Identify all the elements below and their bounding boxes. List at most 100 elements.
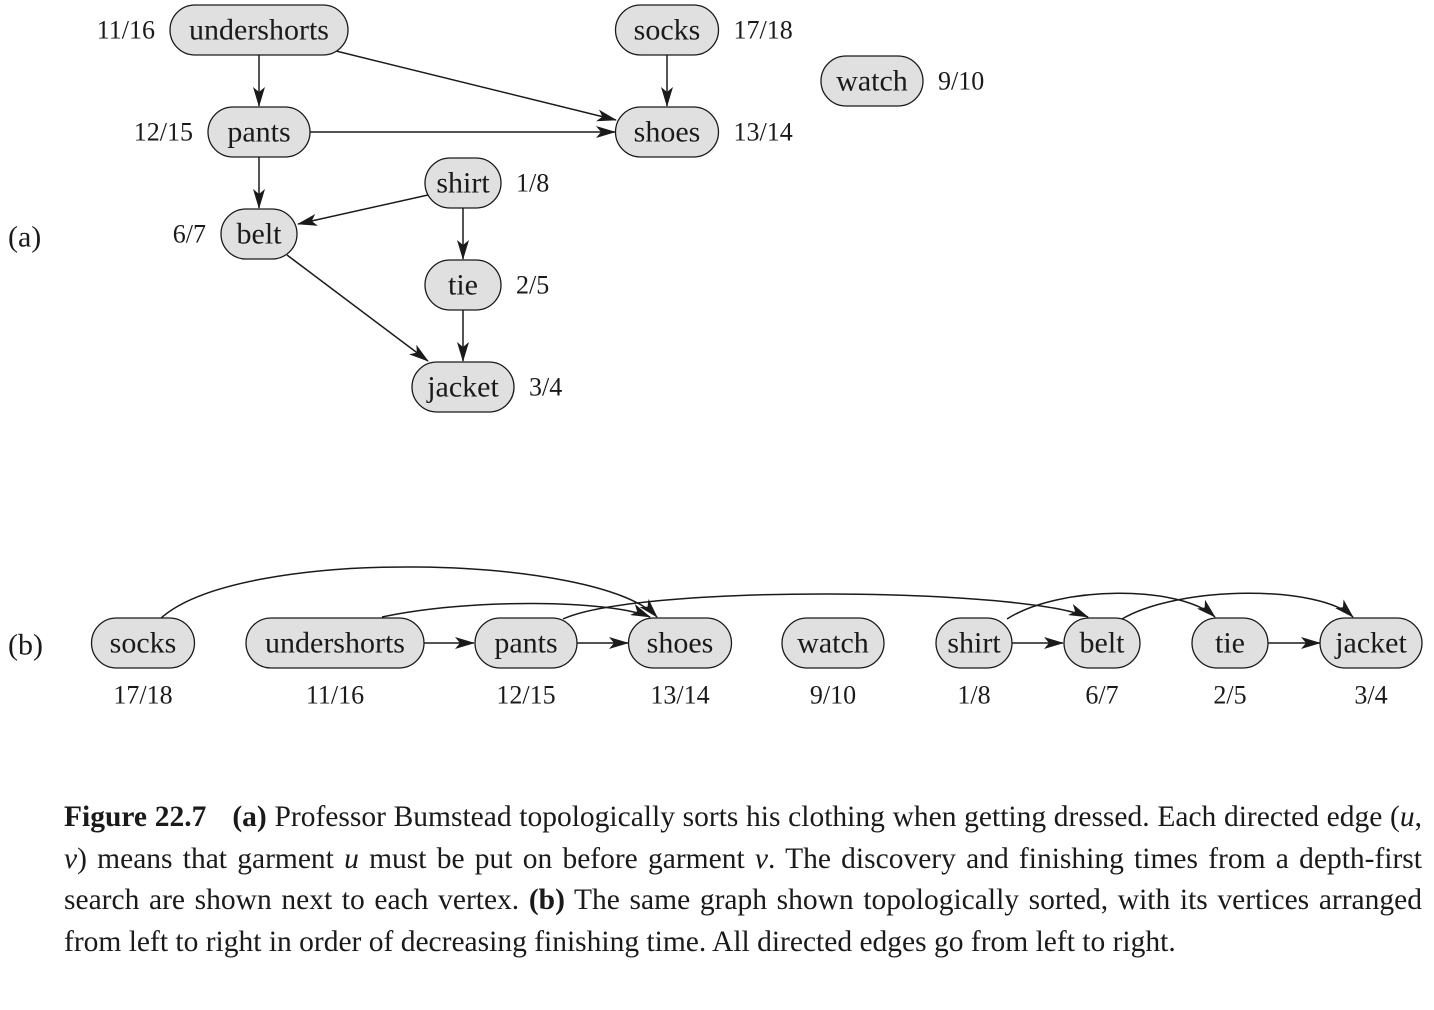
sorted-edge-socks-to-shoes — [159, 566, 658, 620]
caption-b-marker: (b) — [528, 884, 565, 917]
panel-a-label: (a) — [8, 221, 41, 254]
sorted-node-shoes-box — [627, 617, 733, 669]
sorted-node-shoes: shoes 13/14 — [627, 617, 733, 710]
sorted-node-watch-label: watch — [797, 627, 869, 660]
node-watch-label: watch — [836, 65, 908, 98]
sorted-node-shirt-label: shirt — [947, 627, 1001, 660]
caption-text-3: must be put on before garment — [358, 842, 755, 875]
sorted-edge-belt-to-jacket — [1121, 592, 1354, 620]
sorted-edge-pants-to-belt — [562, 593, 1089, 620]
node-shirt-box — [424, 157, 502, 209]
node-jacket-times: 3/4 — [529, 373, 562, 402]
node-jacket: jacket 3/4 — [411, 361, 562, 413]
sorted-node-undershorts-label: undershorts — [265, 627, 405, 660]
sorted-node-watch-box — [781, 617, 885, 669]
sorted-node-belt-label: belt — [1080, 627, 1126, 660]
node-watch-times: 9/10 — [938, 67, 984, 96]
caption-var-u-2: u — [344, 842, 359, 875]
sorted-node-socks-box — [90, 617, 196, 669]
node-shirt-label: shirt — [436, 167, 490, 200]
edge-undershorts-to-shoes — [335, 50, 617, 122]
caption-text-2: ) means that garment — [77, 842, 345, 875]
sorted-node-watch-times: 9/10 — [810, 681, 856, 710]
node-socks-times: 17/18 — [734, 16, 793, 45]
node-undershorts: undershorts 11/16 — [97, 4, 349, 56]
sorted-node-undershorts: undershorts 11/16 — [245, 617, 425, 710]
node-tie-box — [424, 259, 502, 311]
sorted-node-tie: tie 2/5 — [1191, 617, 1269, 710]
sorted-node-watch: watch 9/10 — [781, 617, 885, 710]
node-pants-times: 12/15 — [134, 118, 193, 147]
node-watch-box — [820, 55, 924, 107]
sorted-node-undershorts-times: 11/16 — [306, 681, 364, 710]
sorted-node-jacket-box — [1319, 617, 1423, 669]
caption-comma: , — [1414, 801, 1423, 833]
node-socks: socks 17/18 — [614, 4, 793, 56]
sorted-node-socks-times: 17/18 — [113, 681, 172, 710]
node-jacket-label: jacket — [426, 371, 499, 404]
sorted-edge-undershorts-to-shoes — [381, 602, 651, 618]
edge-belt-to-jacket — [286, 254, 429, 362]
sorted-node-pants-box — [474, 617, 578, 669]
caption-text-4: . The discovery and finishing times from… — [64, 842, 1422, 917]
node-belt-label: belt — [237, 218, 283, 251]
node-shoes: shoes 13/14 — [614, 106, 793, 158]
node-pants-label: pants — [227, 116, 290, 149]
node-socks-box — [614, 4, 720, 56]
sorted-node-pants-label: pants — [494, 627, 557, 660]
sorted-node-shoes-label: shoes — [647, 627, 714, 660]
sorted-node-socks: socks 17/18 — [90, 617, 196, 710]
sorted-node-undershorts-box — [245, 617, 425, 669]
node-shoes-label: shoes — [634, 116, 701, 149]
caption-var-u: u — [1399, 801, 1415, 833]
sorted-node-tie-times: 2/5 — [1213, 681, 1246, 710]
sorted-node-shirt: shirt 1/8 — [935, 617, 1013, 710]
panel-b-graph: (b) socks 17/18 undershorts 11/16 pants 12/15… — [8, 566, 1423, 710]
node-undershorts-box — [169, 4, 349, 56]
caption-a-marker: (a) — [232, 801, 267, 833]
sorted-node-tie-label: tie — [1215, 627, 1245, 660]
caption-var-v: v — [64, 842, 78, 875]
node-jacket-box — [411, 361, 515, 413]
node-undershorts-label: undershorts — [189, 14, 329, 47]
node-undershorts-times: 11/16 — [97, 16, 155, 45]
sorted-node-shirt-box — [935, 617, 1013, 669]
sorted-node-shoes-times: 13/14 — [650, 681, 709, 710]
sorted-node-pants-times: 12/15 — [496, 681, 555, 710]
panel-b-label: (b) — [8, 629, 43, 662]
sorted-node-pants: pants 12/15 — [474, 617, 578, 710]
node-shirt-times: 1/8 — [516, 169, 549, 198]
node-pants-box — [207, 106, 311, 158]
sorted-edge-shirt-to-tie — [1006, 592, 1216, 620]
caption-var-v-2: v — [754, 842, 768, 875]
sorted-node-belt-box — [1063, 617, 1141, 669]
node-shoes-times: 13/14 — [734, 118, 793, 147]
node-watch: watch 9/10 — [820, 55, 984, 107]
sorted-node-jacket: jacket 3/4 — [1319, 617, 1423, 710]
node-tie-times: 2/5 — [516, 271, 549, 300]
sorted-node-jacket-label: jacket — [1334, 627, 1407, 660]
node-shoes-box — [614, 106, 720, 158]
caption-text-1: Professor Bumstead topologically sorts h… — [266, 801, 1400, 833]
node-pants: pants 12/15 — [134, 106, 311, 158]
sorted-node-jacket-times: 3/4 — [1354, 681, 1387, 710]
figure-diagram: (a) undershorts 11/16 socks 17/18 watch 9/10 p… — [8, 4, 1423, 710]
panel-a-nodes: undershorts 11/16 socks 17/18 watch 9/10 pants… — [97, 4, 984, 413]
sorted-node-shirt-times: 1/8 — [957, 681, 990, 710]
panel-a-edges — [253, 50, 673, 362]
node-belt-box — [220, 208, 298, 260]
sorted-node-tie-box — [1191, 617, 1269, 669]
sorted-node-belt: belt 6/7 — [1063, 617, 1141, 710]
sorted-node-socks-label: socks — [110, 627, 177, 660]
panel-a-graph: (a) undershorts 11/16 socks 17/18 watch 9/10 p… — [8, 4, 984, 413]
figure-caption: Figure 22.7(a) Professor Bumstead topolo… — [64, 797, 1422, 963]
edge-shirt-to-belt — [297, 194, 429, 226]
caption-text-5: The same graph shown topologically sorte… — [64, 884, 1422, 958]
node-tie-label: tie — [448, 269, 478, 302]
sorted-node-belt-times: 6/7 — [1085, 681, 1118, 710]
node-tie: tie 2/5 — [424, 259, 549, 311]
node-socks-label: socks — [634, 14, 701, 47]
panel-b-nodes: socks 17/18 undershorts 11/16 pants 12/15 shoe… — [90, 617, 1423, 710]
node-shirt: shirt 1/8 — [424, 157, 549, 209]
